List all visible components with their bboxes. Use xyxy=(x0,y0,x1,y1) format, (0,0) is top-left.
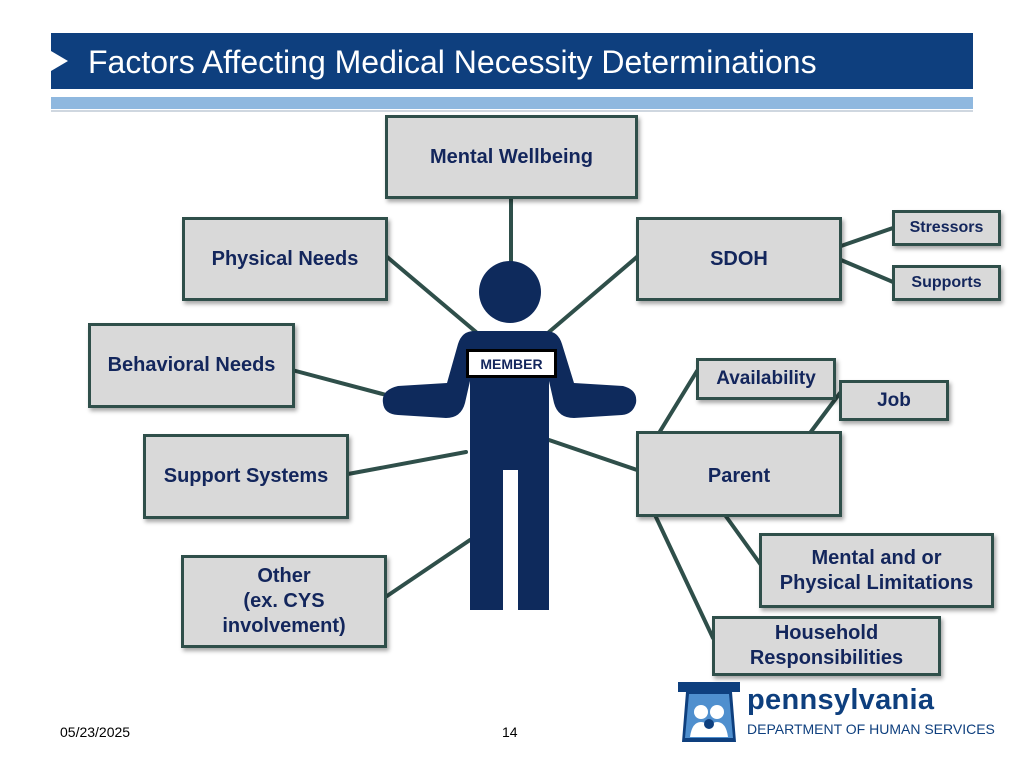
page-number: 14 xyxy=(502,724,518,740)
connector-stressors xyxy=(839,226,895,248)
box-support-systems-label: Support Systems xyxy=(163,465,329,487)
box-parent: Parent xyxy=(636,431,842,517)
box-household-label: Household Responsibilities xyxy=(749,622,904,669)
title-stripe xyxy=(51,97,973,109)
box-mental-wellbeing-label: Mental Wellbeing xyxy=(430,145,593,168)
box-sdoh: SDOH xyxy=(636,217,842,301)
member-body xyxy=(382,331,637,610)
box-supports-label: Supports xyxy=(911,274,982,291)
box-availability-label: Availability xyxy=(716,368,816,390)
member-head xyxy=(479,261,541,323)
box-physical-needs-label: Physical Needs xyxy=(211,247,359,270)
box-behavioral-needs: Behavioral Needs xyxy=(88,323,295,408)
footer-date: 05/23/2025 xyxy=(60,724,131,740)
title-stripe-shadow xyxy=(51,110,973,112)
logo-wordmark: pennsylvania xyxy=(747,684,935,716)
logo-department: DEPARTMENT OF HUMAN SERVICES xyxy=(747,721,995,737)
box-parent-label: Parent xyxy=(707,465,771,487)
page-title: Factors Affecting Medical Necessity Dete… xyxy=(88,44,817,80)
connector-availability xyxy=(657,369,699,435)
title-bar xyxy=(51,33,973,89)
connector-physical-needs xyxy=(384,254,478,334)
box-mental-wellbeing: Mental Wellbeing xyxy=(385,115,638,199)
connector-limitations xyxy=(723,513,763,567)
box-job-label: Job xyxy=(877,389,911,411)
title-arrow-icon xyxy=(51,51,68,71)
box-household: Household Responsibilities xyxy=(712,616,941,676)
box-behavioral-needs-label: Behavioral Needs xyxy=(107,354,276,376)
member-badge: MEMBER xyxy=(466,349,557,378)
connector-sdoh xyxy=(547,254,640,334)
box-limitations-label: Mental and or Physical Limitations xyxy=(779,546,974,594)
keystone-logo-icon xyxy=(678,682,740,742)
box-job: Job xyxy=(839,380,949,421)
connector-other xyxy=(385,538,472,598)
box-stressors: Stressors xyxy=(892,210,1001,246)
box-support-systems: Support Systems xyxy=(143,434,349,519)
box-sdoh-label: SDOH xyxy=(710,247,768,270)
box-other-label: Other (ex. CYS involvement) xyxy=(222,565,346,637)
box-other: Other (ex. CYS involvement) xyxy=(181,555,387,648)
connector-behavioral-needs xyxy=(290,368,392,398)
box-physical-needs: Physical Needs xyxy=(182,217,388,301)
connector-parent xyxy=(547,438,639,472)
box-stressors-label: Stressors xyxy=(909,219,984,236)
box-availability: Availability xyxy=(696,358,836,400)
connector-household xyxy=(653,513,715,640)
box-limitations: Mental and or Physical Limitations xyxy=(759,533,994,608)
connector-supports xyxy=(839,258,895,284)
box-supports: Supports xyxy=(892,265,1001,301)
connector-support-systems xyxy=(346,450,468,476)
member-figure xyxy=(382,261,637,610)
